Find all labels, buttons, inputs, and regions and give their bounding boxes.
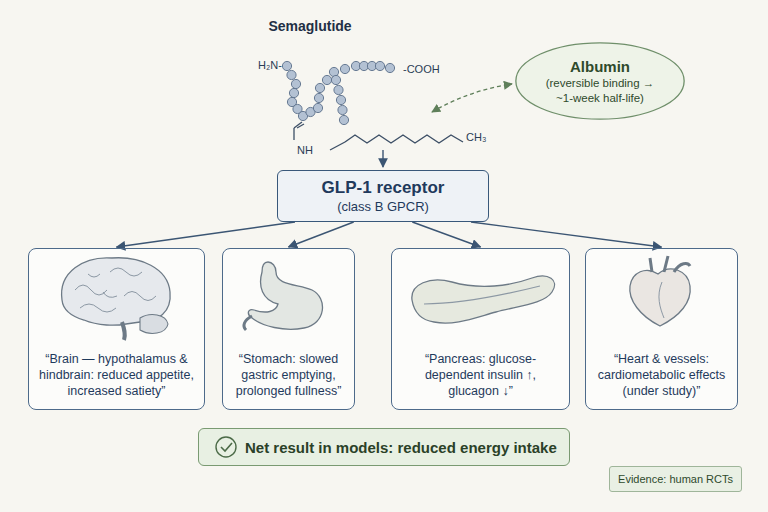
node-text: “Heart & vessels: cardiometabolic effect… [595,351,728,399]
connector-arrow [471,222,662,247]
semaglutide-molecule [282,61,463,150]
node-text: “Pancreas: glucose-dependent insulin ↑, … [401,351,560,399]
organ-card: “Stomach: slowed gastric emptying, prolo… [222,248,355,410]
chemical-label: CH₃ [466,131,486,143]
albumin-ellipse: Albumin(reversible binding → ~1-week hal… [515,42,685,120]
pancreas-illustration [412,276,555,323]
evidence-tag: Evidence: human RCTs [609,466,742,492]
albumin-binding-arrow [432,84,512,112]
check-icon [216,437,236,457]
node-text: “Stomach: slowed gastric emptying, prolo… [232,351,345,399]
node-text: GLP-1 receptor [322,177,445,198]
connector-arrow [289,222,354,247]
receptor-box: GLP-1 receptor(class B GPCR) [277,170,489,222]
node-text: “Brain — hypothalamus & hindbrain: reduc… [38,351,195,399]
card-ground [391,248,570,410]
diagram-title: Semaglutide [250,18,370,34]
organ-card: “Pancreas: glucose-dependent insulin ↑, … [391,248,570,410]
result-ground [198,428,570,466]
chemical-label: -COOH [403,63,440,75]
node-text: (reversible binding → ~1-week half-life) [537,76,663,106]
card-ground [222,248,355,410]
binding-arrow [382,150,383,167]
card-ground [28,248,205,410]
connector-arrow [117,222,296,247]
stomach-illustration [244,262,322,330]
organ-card: “Brain — hypothalamus & hindbrain: reduc… [28,248,205,410]
connector-arrow [412,222,480,247]
node-text: Net result in models: reduced energy int… [245,438,557,457]
chemical-label: H₂N- [258,59,282,71]
organ-card: “Heart & vessels: cardiometabolic effect… [585,248,738,410]
node-text: Albumin [570,57,630,76]
brain-illustration [62,258,171,340]
card-ground [585,248,738,410]
receptor-ground [277,170,489,222]
result-box: Net result in models: reduced energy int… [198,428,570,466]
node-text: Evidence: human RCTs [618,472,733,486]
node-text: (class B GPCR) [337,198,429,215]
heart-illustration [630,256,690,326]
chemical-label: NH [297,144,313,156]
